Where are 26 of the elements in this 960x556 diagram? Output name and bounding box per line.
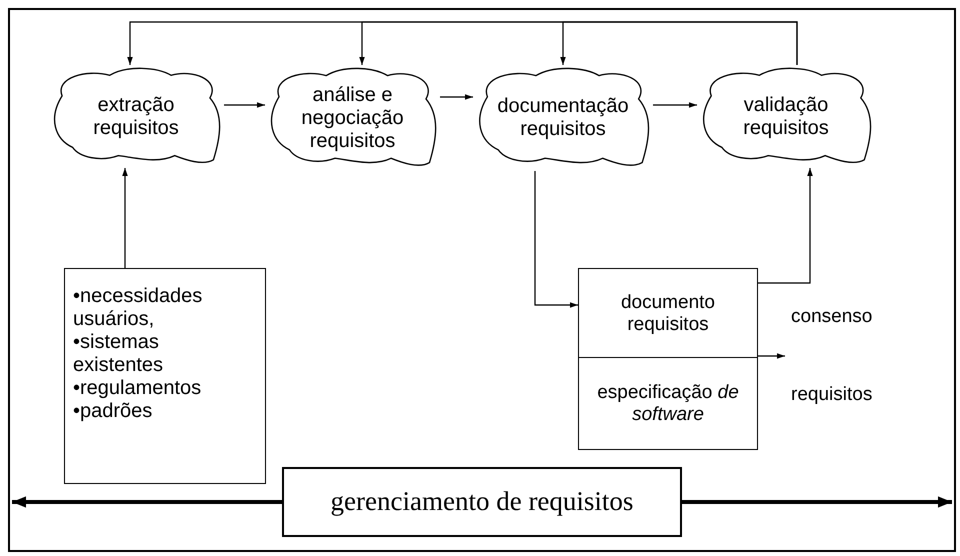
node-text: documentação requisitos — [496, 95, 630, 141]
arrow — [653, 102, 697, 108]
arrow — [534, 171, 578, 308]
node-text: requisitos — [790, 384, 872, 406]
arrow — [440, 94, 473, 100]
arrow — [758, 353, 785, 359]
arrow — [560, 21, 798, 65]
node-text: especificação de software — [596, 382, 740, 426]
node-text: •sistemas existentes — [73, 331, 164, 377]
node-text: •regulamentos — [73, 377, 202, 400]
node-text: análise e negociação requisitos — [300, 84, 405, 152]
document-box — [578, 268, 758, 450]
arrow — [224, 102, 265, 108]
management-box — [282, 467, 682, 537]
arrow — [122, 168, 128, 268]
node-text: •necessidades usuários, — [73, 285, 204, 331]
input-box — [64, 268, 266, 484]
node-text: documento requisitos — [620, 292, 716, 336]
node-text: gerenciamento de requisitos — [330, 486, 634, 518]
arrow — [12, 496, 282, 508]
node-text: •padrões — [73, 400, 152, 423]
node-text: extração requisitos — [92, 94, 180, 140]
node-text: consenso — [790, 306, 872, 328]
arrow — [682, 496, 952, 508]
node-text: validação requisitos — [742, 94, 830, 140]
arrow — [758, 168, 813, 284]
